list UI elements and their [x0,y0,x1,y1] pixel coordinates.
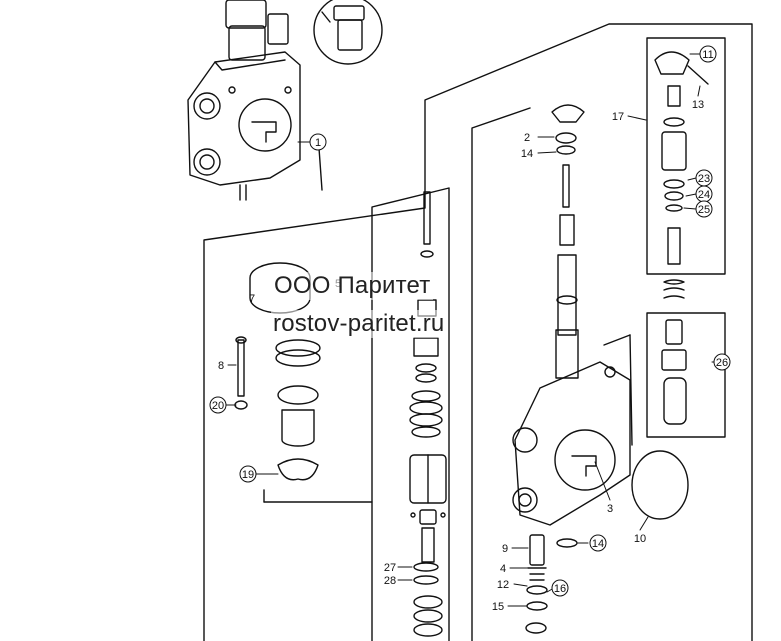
left-group-parts [234,262,373,503]
callout-2: 2 [524,132,530,144]
callout-12: 12 [497,579,509,591]
callout-13: 13 [692,99,704,111]
callout-14a: 14 [521,148,533,160]
callout-4: 4 [500,563,506,575]
callout-24: 24 [698,189,710,201]
callout-27: 27 [384,562,396,574]
spool-stack-left [409,191,447,637]
callout-7: 7 [249,293,255,305]
callout-9: 9 [502,543,508,555]
callout-1: 1 [315,137,321,149]
watermark-website: rostov-paritet.ru [271,310,447,338]
o-ring-seal [631,450,689,520]
detail-inset-circle [313,0,383,65]
spring-17-26 [663,279,685,299]
watermark-company: ООО Паритет [272,272,433,300]
callout-15: 15 [492,601,504,613]
valve-body-main [187,0,301,201]
callout-10: 10 [634,533,646,545]
callout-25: 25 [698,204,710,216]
callout-14b: 14 [592,538,604,550]
callout-16: 16 [554,583,566,595]
small-parts-bottom [525,534,578,634]
callout-23: 23 [698,173,710,185]
box-group-26 [646,312,726,438]
valve-body-right [512,334,633,526]
spool-stack-center [551,104,585,379]
callout-20: 20 [212,400,224,412]
callout-8: 8 [218,360,224,372]
callout-11: 11 [702,49,713,61]
callout-17: 17 [612,111,624,123]
callout-3: 3 [607,503,613,515]
frame-outlines [203,23,753,641]
callout-26: 26 [716,357,728,369]
callout-19: 19 [242,469,254,481]
callout-28: 28 [384,575,396,587]
box-group-17 [646,37,726,275]
